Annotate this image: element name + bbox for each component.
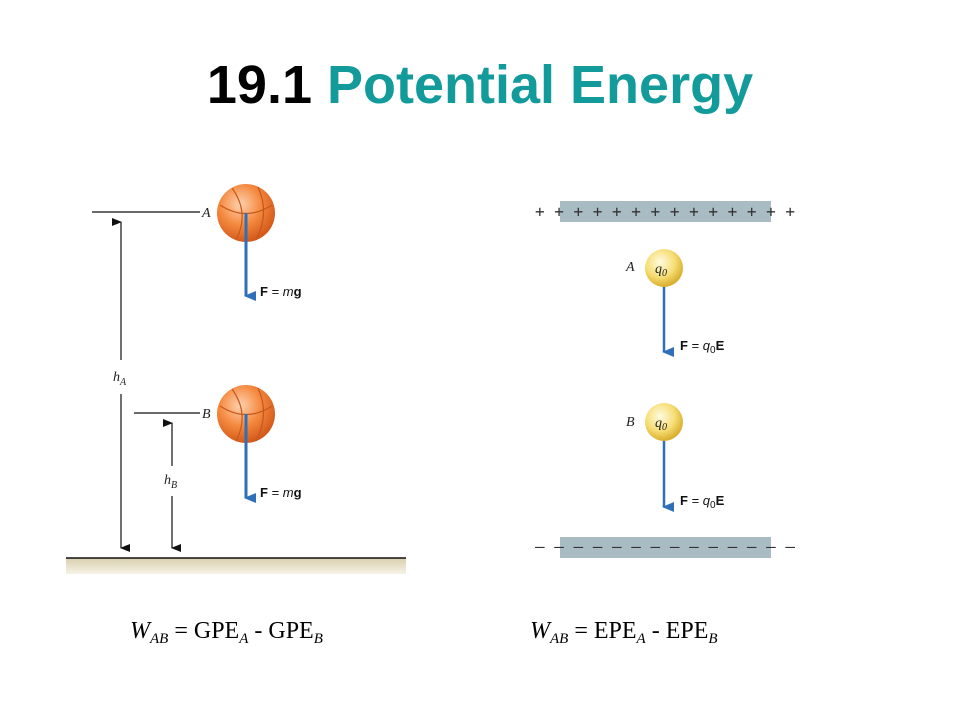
point-b-label: B [202, 407, 211, 422]
electric-equation: WAB = EPEA - EPEB [530, 618, 718, 647]
charge-b-label: q0 [655, 416, 667, 433]
negative-plate-signs: – – – – – – – – – – – – – – [535, 537, 795, 556]
page-title: 19.1 Potential Energy [0, 58, 960, 112]
charge-a-point-label: A [625, 260, 635, 275]
charge-a-label: q0 [655, 262, 667, 279]
electric-force-label-b: F = q0E [680, 493, 725, 511]
charge-a: q0 [645, 249, 683, 287]
gravity-equation: WAB = GPEA - GPEB [130, 618, 323, 647]
charge-b-point-label: B [626, 415, 635, 430]
positive-plate-signs: + + + + + + + + + + + + + + [535, 202, 795, 221]
section-number: 19.1 [206, 55, 312, 115]
h-a-label: hA [113, 370, 127, 388]
h-b-label: hB [164, 473, 177, 491]
negative-plate [560, 537, 771, 558]
electric-diagram: + + + + + + + + + + + + + + – – – – – – … [535, 201, 795, 558]
ground [66, 558, 406, 574]
electric-force-label-a: F = q0E [680, 338, 725, 356]
section-title: Potential Energy [327, 55, 754, 115]
positive-plate [560, 201, 771, 222]
gravity-force-label-a: F = mg [260, 284, 302, 299]
point-a-label: A [201, 206, 211, 221]
charge-b: q0 [645, 403, 683, 441]
gravity-force-label-b: F = mg [260, 485, 302, 500]
gravity-diagram: hA hB A B F = mg F = mg [66, 184, 406, 574]
